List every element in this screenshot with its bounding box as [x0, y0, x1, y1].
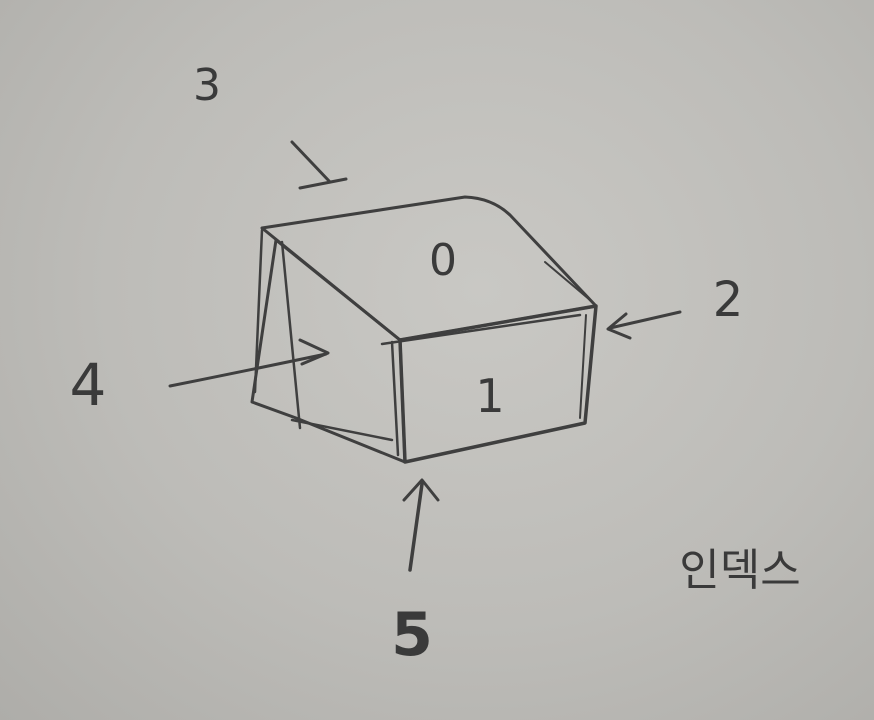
face-label-1: 1 [475, 369, 504, 423]
cube-left-face [250, 238, 407, 464]
cube-left-hidden-edge [253, 228, 394, 442]
arrow-face-2 [606, 310, 682, 340]
face-label-3: 3 [193, 60, 221, 111]
cube-right-edge-shadow [544, 261, 591, 419]
arrow-face-3 [290, 140, 348, 190]
cube [250, 195, 598, 464]
cube-front-edge-shadow [380, 313, 582, 457]
cube-top-face [260, 195, 598, 342]
face-label-4: 4 [70, 351, 107, 419]
arrow-face-5 [402, 478, 440, 572]
face-label-0: 0 [429, 235, 457, 286]
arrow-face-4 [168, 338, 330, 388]
face-label-5: 5 [391, 600, 433, 670]
caption-index: 인덱스 [679, 545, 800, 596]
face-label-2: 2 [713, 272, 744, 328]
